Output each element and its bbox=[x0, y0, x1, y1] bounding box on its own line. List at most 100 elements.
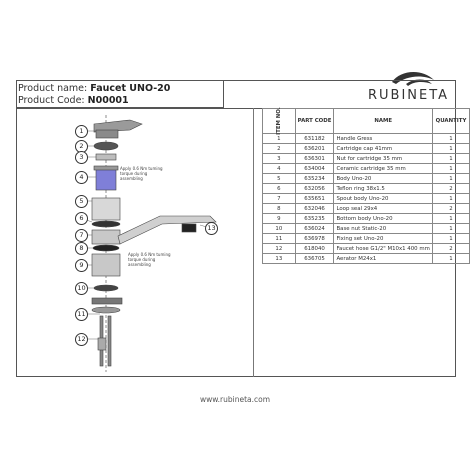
cell-name: Fixing set Uno-20 bbox=[333, 233, 434, 244]
cell-name: Base nut Static-20 bbox=[333, 223, 434, 234]
loop-seal-part bbox=[92, 244, 120, 252]
cell-name: Bottom body Uno-20 bbox=[333, 213, 434, 224]
cell-quantity: 1 bbox=[432, 223, 470, 234]
cell-item-no: 1 bbox=[262, 133, 296, 144]
callout-8: 8 bbox=[75, 242, 88, 255]
callout-1: 1 bbox=[75, 125, 88, 138]
cell-quantity: 1 bbox=[432, 143, 470, 154]
callout-6: 6 bbox=[75, 212, 88, 225]
torque-note-2: Apply 0.6 Nm tuming torque during assemb… bbox=[128, 252, 171, 267]
body-part bbox=[91, 197, 121, 221]
cell-name: Nut for cartridge 35 mm bbox=[333, 153, 434, 164]
brand-name: RUBINETA bbox=[368, 88, 450, 103]
cell-quantity: 1 bbox=[432, 173, 470, 184]
spout-part bbox=[117, 215, 217, 245]
callout-13: 13 bbox=[205, 222, 218, 235]
cell-item-no: 7 bbox=[262, 193, 296, 204]
cell-quantity: 1 bbox=[432, 193, 470, 204]
faucet-exploded-view bbox=[80, 115, 217, 372]
cell-item-no: 5 bbox=[262, 173, 296, 184]
cell-item-no: 10 bbox=[262, 223, 296, 234]
cartridge-cap-part bbox=[93, 141, 119, 151]
cartridge-nut-part bbox=[95, 153, 117, 161]
callout-3: 3 bbox=[75, 151, 88, 164]
cell-quantity: 1 bbox=[432, 213, 470, 224]
torque-note-1: Apply 0.6 Nm tuming torque during assemb… bbox=[120, 166, 163, 181]
cell-name: Aerator M24x1 bbox=[333, 253, 434, 264]
header-divider bbox=[16, 108, 456, 109]
rubineta-logo-icon bbox=[392, 71, 434, 86]
cell-part-code: 632056 bbox=[294, 183, 335, 194]
cell-part-code: 631182 bbox=[294, 133, 335, 144]
callout-12: 12 bbox=[75, 333, 88, 346]
product-code-line: Product Code: N00001 bbox=[18, 95, 129, 106]
column-divider bbox=[253, 108, 254, 377]
cell-name: Loop seal 29x4 bbox=[333, 203, 434, 214]
cell-part-code: 636024 bbox=[294, 223, 335, 234]
header-item-no: ITEM NO. bbox=[262, 107, 296, 135]
cell-quantity: 1 bbox=[432, 163, 470, 174]
cell-part-code: 636301 bbox=[294, 153, 335, 164]
cell-name: Teflon ring 38x1.5 bbox=[333, 183, 434, 194]
cell-item-no: 4 bbox=[262, 163, 296, 174]
teflon-ring-part bbox=[91, 220, 121, 228]
cell-part-code: 635234 bbox=[294, 173, 335, 184]
cell-quantity: 1 bbox=[432, 233, 470, 244]
cell-name: Faucet hose G1/2" M10x1 400 mm bbox=[333, 243, 434, 254]
fixing-set-part bbox=[91, 297, 123, 305]
callout-5: 5 bbox=[75, 195, 88, 208]
table-header-row: ITEM NO. PART CODE NAME QUANTITY bbox=[262, 107, 470, 135]
cell-quantity: 1 bbox=[432, 133, 470, 144]
cell-quantity: 1 bbox=[432, 253, 470, 264]
callout-4: 4 bbox=[75, 171, 88, 184]
callout-9: 9 bbox=[75, 259, 88, 272]
cell-part-code: 636201 bbox=[294, 143, 335, 154]
product-name-line: Product name: Faucet UNO-20 bbox=[18, 83, 170, 94]
callout-10: 10 bbox=[75, 282, 88, 295]
cell-name: Body Uno-20 bbox=[333, 173, 434, 184]
cell-item-no: 11 bbox=[262, 233, 296, 244]
cell-part-code: 618040 bbox=[294, 243, 335, 254]
cell-item-no: 8 bbox=[262, 203, 296, 214]
cell-quantity: 2 bbox=[432, 243, 470, 254]
ceramic-cartridge-part bbox=[95, 167, 117, 191]
cell-item-no: 9 bbox=[262, 213, 296, 224]
aerator-part bbox=[181, 223, 197, 233]
cell-name: Spout body Uno-20 bbox=[333, 193, 434, 204]
cell-quantity: 1 bbox=[432, 153, 470, 164]
product-name-value: Faucet UNO-20 bbox=[90, 83, 171, 94]
product-name-label: Product name: bbox=[18, 83, 88, 94]
cell-name: Handle Gress bbox=[333, 133, 434, 144]
cell-part-code: 636705 bbox=[294, 253, 335, 264]
footer-url: www.rubineta.com bbox=[199, 395, 271, 404]
cell-name: Cartridge cap 41mm bbox=[333, 143, 434, 154]
cell-part-code: 636978 bbox=[294, 233, 335, 244]
cell-part-code: 632046 bbox=[294, 203, 335, 214]
cell-item-no: 12 bbox=[262, 243, 296, 254]
product-code-value: N00001 bbox=[87, 95, 129, 106]
cell-item-no: 6 bbox=[262, 183, 296, 194]
header-quantity: QUANTITY bbox=[432, 108, 470, 134]
bottom-body-part bbox=[91, 253, 121, 277]
spout-body-part bbox=[91, 229, 121, 245]
cell-part-code: 634004 bbox=[294, 163, 335, 174]
cell-part-code: 635235 bbox=[294, 213, 335, 224]
callout-11: 11 bbox=[75, 308, 88, 321]
cell-part-code: 635651 bbox=[294, 193, 335, 204]
header-part-code: PART CODE bbox=[294, 108, 335, 134]
cell-quantity: 2 bbox=[432, 203, 470, 214]
cell-item-no: 2 bbox=[262, 143, 296, 154]
